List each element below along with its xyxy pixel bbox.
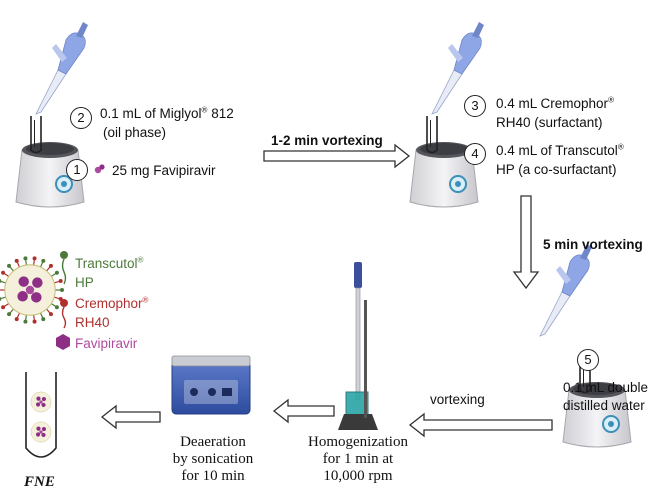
arrow-label-3: vortexing xyxy=(430,392,485,407)
fne-tube xyxy=(25,372,57,458)
surfactant-head xyxy=(58,278,63,283)
surfactant-head xyxy=(54,270,59,275)
step-3-line-2: RH40 (surfactant) xyxy=(496,115,603,130)
surfactant-head xyxy=(23,256,28,261)
surfactant-head xyxy=(14,258,19,263)
legend-cremophor-mark: ® xyxy=(142,295,149,305)
arrow-down xyxy=(512,195,540,290)
transcutol-glyph xyxy=(60,251,68,285)
legend-transcutol-line-1: Transcutol® xyxy=(75,256,143,272)
legend-transcutol-line-2: HP xyxy=(75,275,94,290)
legend-cremophor-name: Cremophor xyxy=(75,296,143,311)
legend-transcutol-name: Transcutol xyxy=(75,256,138,271)
ultrasonic-bath xyxy=(171,355,251,415)
surfactant-head xyxy=(1,270,6,275)
surfactant-head xyxy=(41,258,46,263)
homogenization-line-1: Homogenization xyxy=(308,434,408,450)
arrow-right-1 xyxy=(263,143,411,169)
surfactant-head xyxy=(48,312,53,317)
surfactant-head xyxy=(41,317,46,322)
homogenization-line-2: for 1 min at xyxy=(322,451,394,467)
step-3-line-1: 0.4 mL Cremophor® xyxy=(496,96,614,112)
cremophor-glyph xyxy=(60,299,68,329)
step-1-number: 1 xyxy=(66,159,88,181)
arrow-label-1: 1-2 min vortexing xyxy=(271,133,383,148)
surfactant-head xyxy=(54,305,59,310)
homogenization-label: Homogenization for 1 min at 10,000 rpm xyxy=(294,434,422,485)
surfactant-head xyxy=(0,297,2,301)
arrow-left-1 xyxy=(408,412,553,438)
pipette-1 xyxy=(35,21,89,115)
step-2-number: 2 xyxy=(70,107,92,129)
step-4-line-2: HP (a co-surfactant) xyxy=(496,162,617,177)
step-2-grade: 812 xyxy=(207,106,234,121)
surfactant-head xyxy=(32,319,37,324)
legend-cremophor-line-1: Cremophor® xyxy=(75,296,148,312)
deaeration-line-1: Deaeration xyxy=(180,434,246,450)
surfactant-head xyxy=(7,263,12,268)
step-5-line-2: distilled water xyxy=(563,398,645,413)
deaeration-line-2: by sonication xyxy=(172,451,254,467)
surfactant-head xyxy=(1,305,6,310)
surfactant-head xyxy=(23,319,28,324)
deaeration-line-3: for 10 min xyxy=(181,468,245,484)
arrow-label-2: 5 min vortexing xyxy=(543,237,643,252)
step-2-line-2: (oil phase) xyxy=(103,125,167,140)
arrow-left-2 xyxy=(272,398,335,424)
step-2-reagent: 0.1 mL of Miglyol xyxy=(100,106,202,121)
surfactant-head xyxy=(60,288,64,292)
legend-transcutol-mark: ® xyxy=(137,255,144,265)
product-label: FNE xyxy=(24,474,55,490)
surfactant-head xyxy=(0,279,2,283)
favipiravir-granule xyxy=(94,164,105,174)
step-5-number: 5 xyxy=(577,349,599,371)
deaeration-label: Deaeration by sonication for 10 min xyxy=(158,434,268,485)
surfactant-head xyxy=(32,256,37,261)
homogenization-line-3: 10,000 rpm xyxy=(323,468,393,484)
surfactant-head xyxy=(48,263,53,268)
homogenizer xyxy=(338,262,378,430)
step-4-reagent: 0.4 mL of Transcutol xyxy=(496,143,618,158)
step-2-registered-mark: ® xyxy=(201,105,208,115)
step-3-number: 3 xyxy=(464,95,486,117)
micelle-illustration xyxy=(0,256,64,324)
step-4-registered-mark: ® xyxy=(617,142,624,152)
step-5-line-1: 0.1 mL double xyxy=(563,380,649,395)
pipette-3 xyxy=(539,243,593,337)
surfactant-head xyxy=(14,317,19,322)
favipiravir-glyph xyxy=(56,334,70,350)
legend-favipiravir: Favipiravir xyxy=(75,336,138,351)
step-3-reagent: 0.4 mL Cremophor xyxy=(496,96,609,111)
step-3-registered-mark: ® xyxy=(608,95,614,105)
step-1-text: 25 mg Favipiravir xyxy=(112,163,216,178)
legend-cremophor-line-2: RH40 xyxy=(75,315,110,330)
step-2-line-1: 0.1 mL of Miglyol® 812 xyxy=(100,106,234,122)
step-4-number: 4 xyxy=(464,143,486,165)
surfactant-head xyxy=(7,312,12,317)
arrow-left-3 xyxy=(100,404,161,430)
step-4-line-1: 0.4 mL of Transcutol® xyxy=(496,143,624,159)
